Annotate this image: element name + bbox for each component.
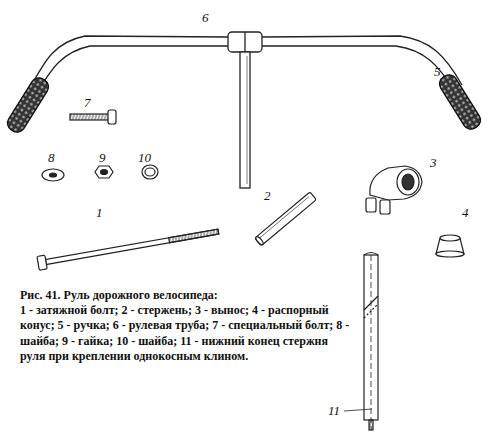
callout-number: 6 [202,10,209,26]
caption-heading: Рис. 41. Руль дорожного велосипеда: [20,288,352,303]
callout-number: 2 [264,188,271,204]
parts-list: 1 - затяжной болт; 2 - стержень; 3 - вын… [20,303,352,364]
callout-number: 11 [328,403,340,419]
callout-number: 7 [84,95,91,111]
callout-number: 8 [48,150,55,166]
callout-number: 10 [138,150,151,166]
callout-number: 1 [96,205,103,221]
callout-number: 9 [99,150,106,166]
callout-number: 3 [430,155,437,171]
callout-number: 5 [434,64,441,80]
callout-number: 4 [462,205,469,221]
figure-caption-block: Рис. 41. Руль дорожного велосипеда:1 - з… [20,288,352,364]
